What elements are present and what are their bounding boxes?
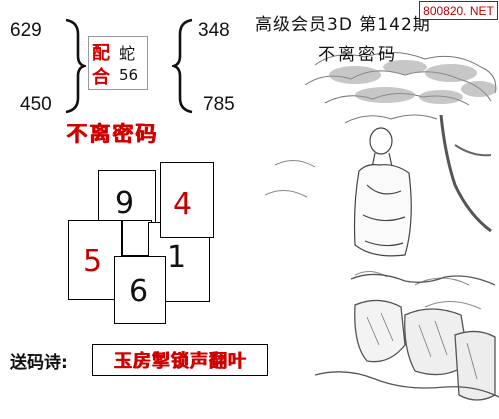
card-5: 5	[68, 220, 122, 300]
card-9-digit: 9	[115, 186, 135, 221]
number-bottom-right: 785	[203, 94, 235, 115]
left-brace	[60, 18, 89, 118]
number-top-right: 348	[198, 20, 230, 41]
number-top-left: 629	[10, 20, 42, 41]
card-6-digit: 6	[129, 274, 149, 309]
header-title: 高级会员3D 第142期	[255, 15, 431, 35]
site-badge[interactable]: 800820. NET	[419, 1, 498, 20]
pairing-value-he: 56	[119, 66, 139, 84]
number-bottom-left: 450	[20, 94, 52, 115]
card-4-digit: 4	[173, 187, 193, 222]
right-brace	[169, 18, 198, 118]
header-subtitle: 不离密码	[318, 45, 398, 65]
poem-text: 玉房掣锁声翻叶	[113, 351, 247, 372]
card-6: 6	[114, 256, 166, 324]
pairing-label-he: 合	[92, 67, 110, 88]
card-5-digit: 5	[83, 244, 103, 279]
poem-label: 送码诗:	[10, 353, 68, 373]
pairing-box: 配 蛇 合 56	[88, 36, 148, 90]
poem-box: 玉房掣锁声翻叶	[92, 344, 268, 376]
pairing-value-pei: 蛇	[119, 44, 136, 63]
landscape-figure-painting	[264, 52, 499, 401]
card-4: 4	[160, 162, 214, 238]
card-connector	[122, 220, 152, 256]
card-1-digit: 1	[167, 240, 187, 275]
left-slogan: 不离密码	[66, 122, 158, 146]
pairing-label-pei: 配	[92, 43, 110, 64]
